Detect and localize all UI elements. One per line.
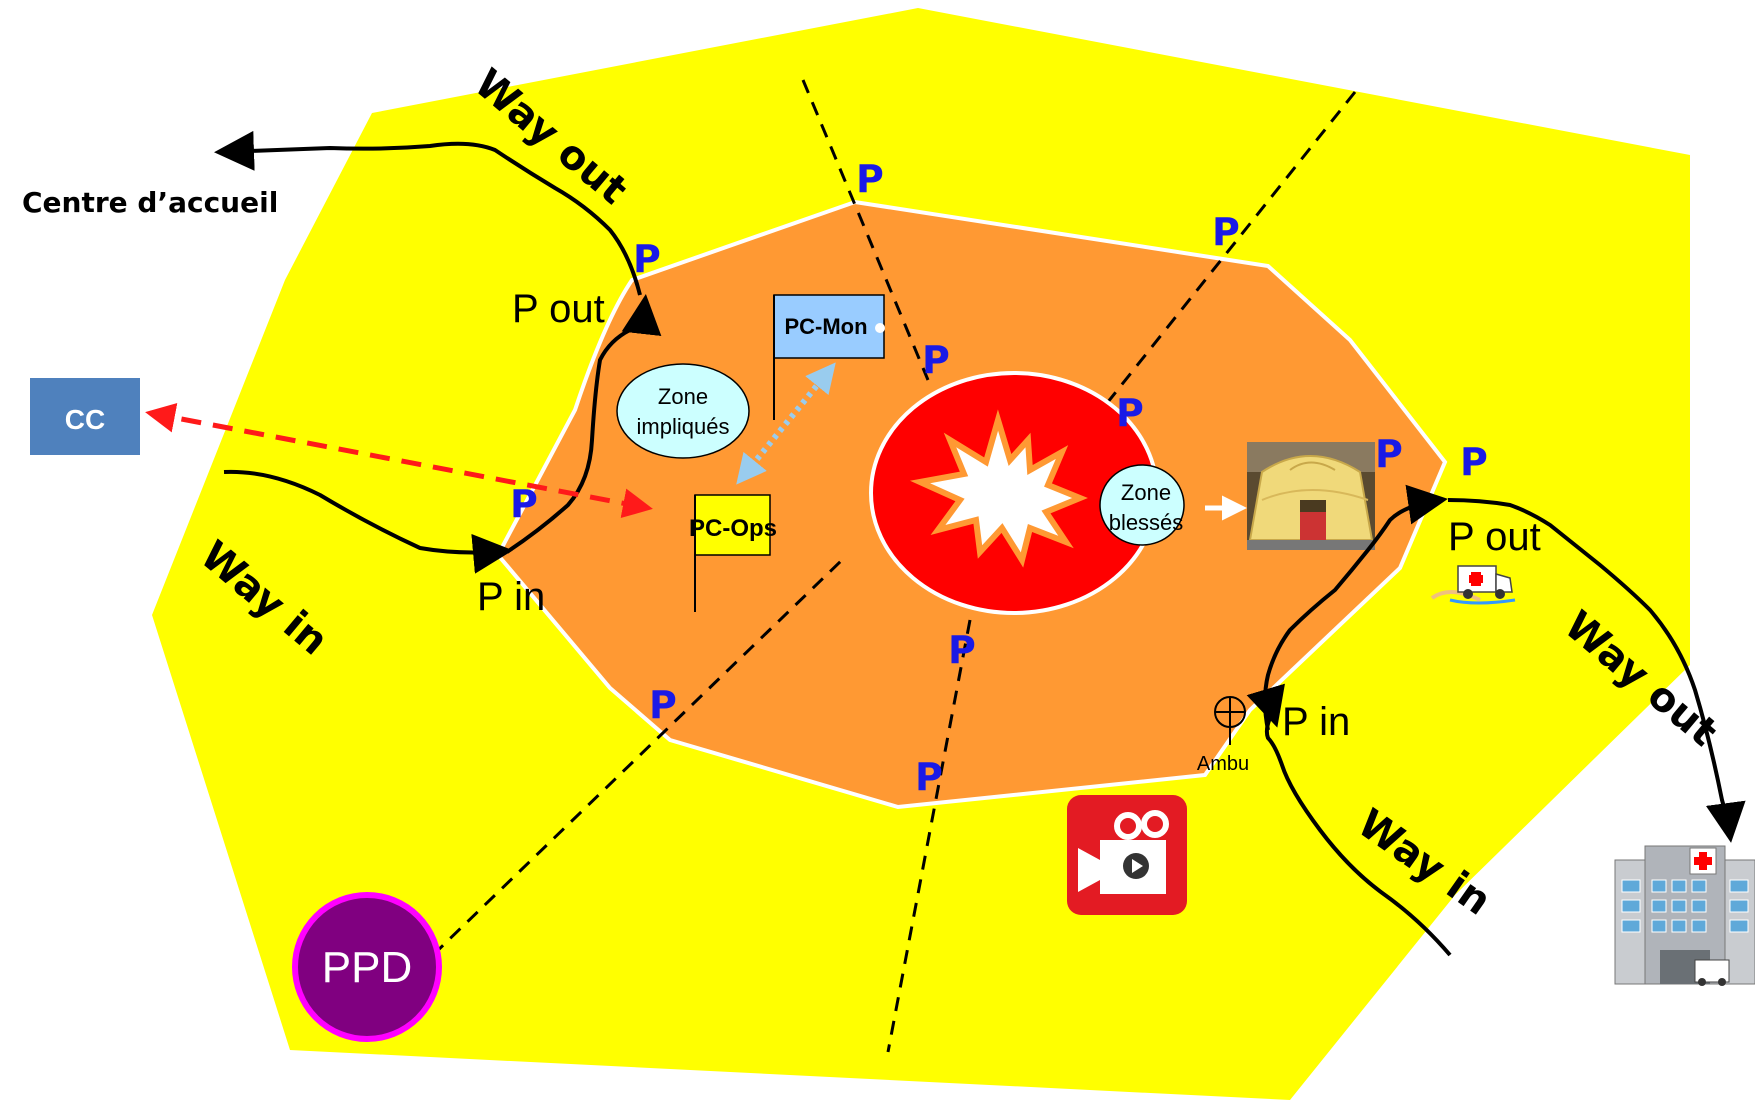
p-in-label-left: P in — [477, 575, 545, 619]
ambulance-icon — [1430, 565, 1516, 605]
p-out-label-right: P out — [1448, 515, 1541, 559]
p-in-label-right: P in — [1282, 700, 1350, 744]
cc-label: CC — [65, 404, 105, 435]
pc-ops-label: PC-Ops — [689, 515, 777, 542]
ambu-label: Ambu — [1197, 753, 1249, 775]
ppd-label: PPD — [322, 943, 412, 992]
p-marker: P — [856, 157, 884, 201]
ppd-circle — [292, 892, 442, 1042]
way-out-route-left — [214, 130, 642, 296]
p-marker: P — [633, 237, 661, 281]
p-marker: P — [1116, 391, 1144, 435]
p-marker: P — [1375, 432, 1403, 476]
zone-impliques-label-1: Zone — [658, 384, 708, 409]
hospital-icon — [1614, 845, 1755, 986]
p-marker: P — [948, 628, 976, 672]
cc-pc-ops-link — [145, 402, 653, 519]
video-camera-icon — [1067, 795, 1187, 915]
p-marker: P — [922, 338, 950, 382]
p-marker: P — [1212, 210, 1240, 254]
p-marker: P — [1460, 440, 1488, 484]
zone-blesses-label-2: blessés — [1109, 510, 1184, 535]
tent-icon — [1247, 442, 1375, 550]
pc-mon-pc-ops-link — [736, 362, 836, 485]
way-out-route-right — [1447, 498, 1746, 843]
p-marker: P — [649, 683, 677, 727]
p-marker: P — [915, 755, 943, 799]
cc-box — [30, 378, 140, 455]
pc-ops-flag — [694, 494, 771, 556]
zone-impliques-bubble — [616, 363, 750, 459]
p-out-label-left: P out — [512, 287, 605, 331]
centre-accueil-label: Centre d’accueil — [22, 186, 278, 219]
pc-mon-label: PC-Mon — [784, 314, 867, 339]
zone-blesses-bubble — [1099, 464, 1185, 546]
zone-impliques-label-2: impliqués — [637, 414, 730, 439]
way-in-route-right — [1246, 683, 1452, 957]
sector-lines — [431, 79, 1357, 1053]
p-markers: P P P P P P P P P P P — [510, 157, 1488, 799]
zone-blesses-label-1: Zone — [1121, 480, 1171, 505]
crosshair-icon — [1214, 696, 1246, 745]
explosion-icon — [909, 409, 1088, 568]
p-in-route-right — [1263, 484, 1448, 731]
pc-mon-flag — [773, 294, 885, 359]
